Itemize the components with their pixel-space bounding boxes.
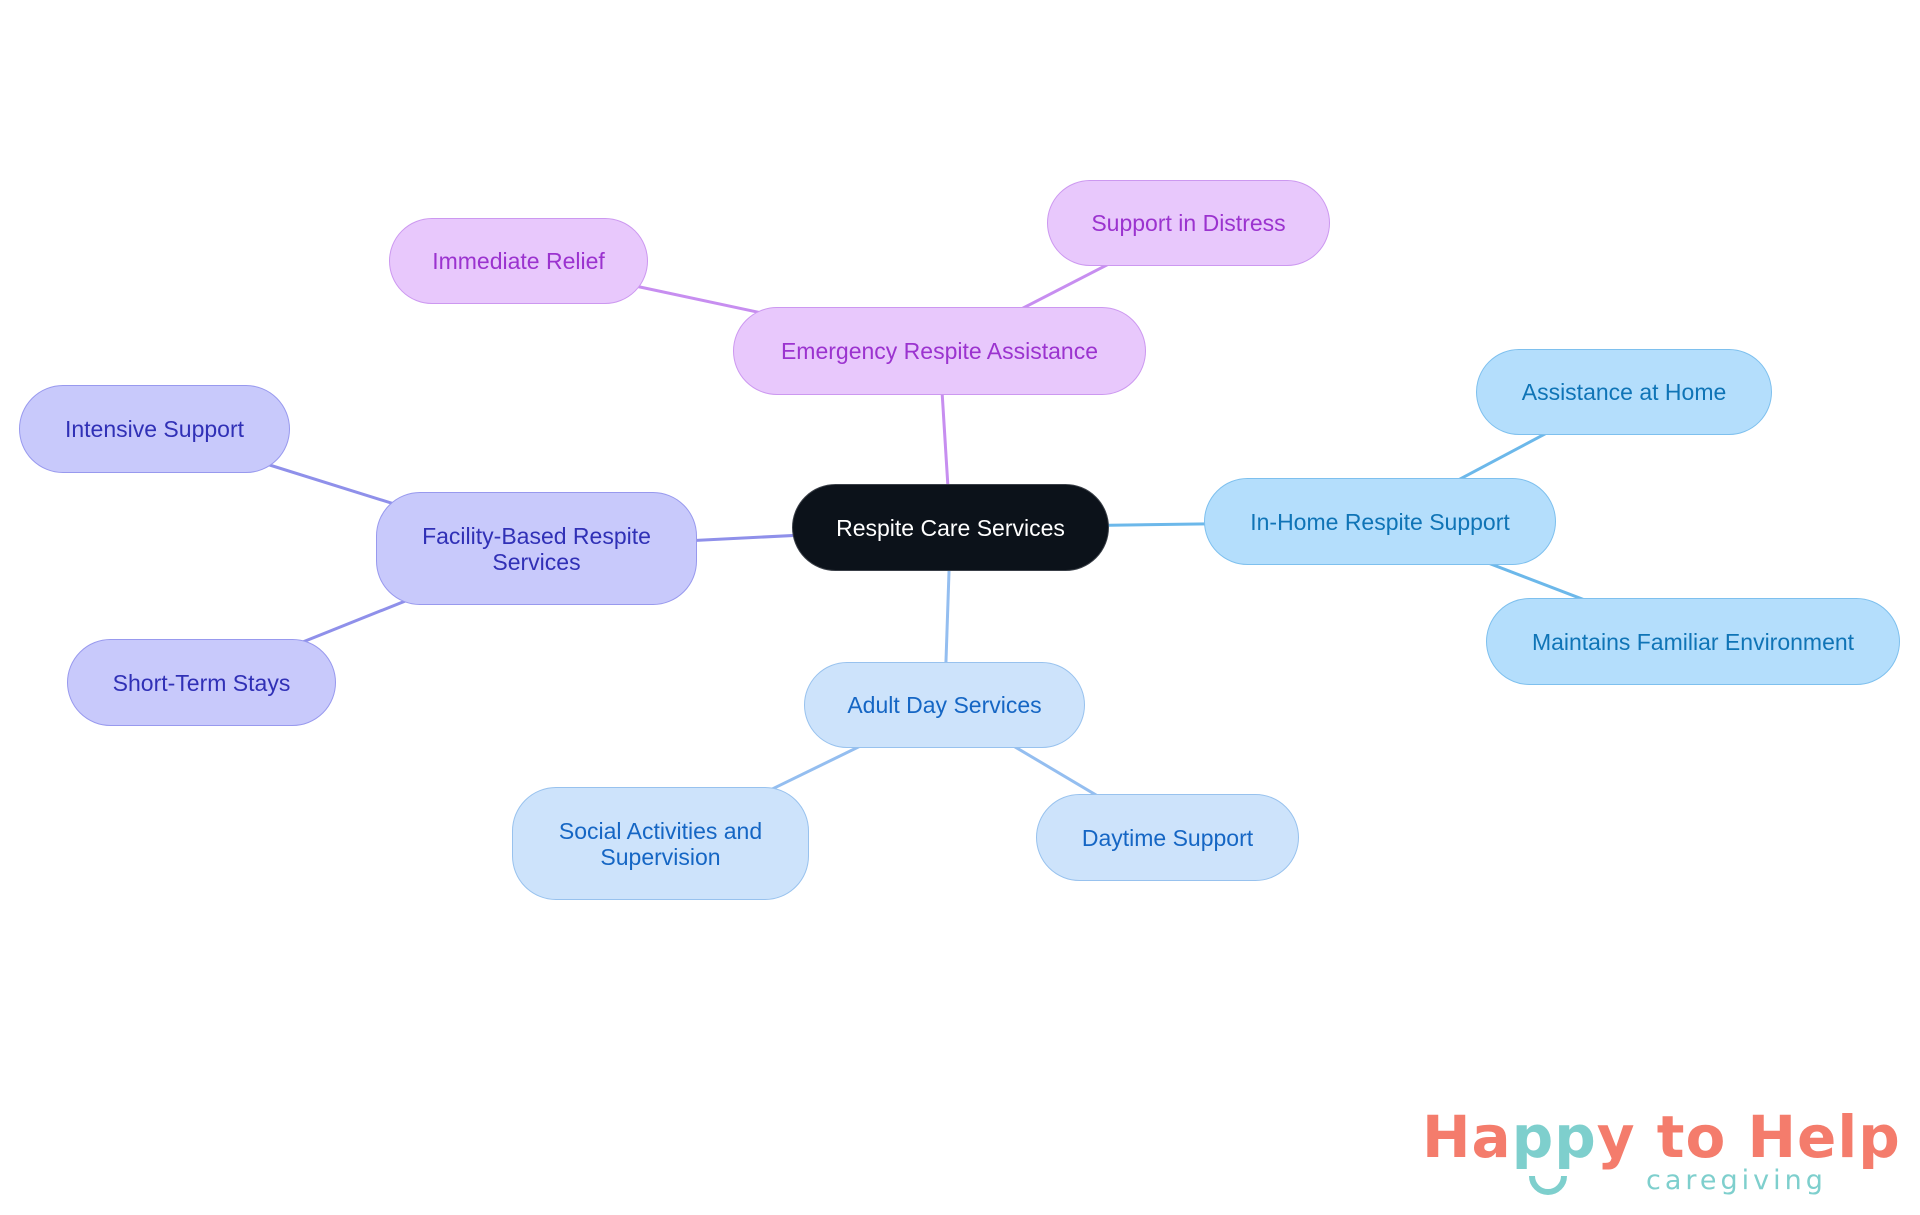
node-label: Short-Term Stays (112, 669, 291, 696)
leaf-node[interactable]: Maintains Familiar Environment (1486, 598, 1900, 685)
logo-text-rest: y to Help (1596, 1103, 1901, 1171)
logo-wordmark: Happy to Help (1422, 1104, 1901, 1170)
leaf-node[interactable]: Short-Term Stays (67, 639, 336, 726)
node-label: Social Activities and Supervision (558, 817, 763, 870)
node-label: Intensive Support (64, 416, 244, 442)
branch-node-emergency[interactable]: Emergency Respite Assistance (733, 307, 1146, 395)
node-label: Adult Day Services (847, 692, 1042, 718)
logo-text-ha: Ha (1422, 1103, 1512, 1171)
leaf-node[interactable]: Support in Distress (1047, 180, 1330, 266)
branch-node-inhome[interactable]: In-Home Respite Support (1204, 478, 1556, 565)
logo-text-pp: pp (1511, 1103, 1597, 1171)
branch-node-facility[interactable]: Facility-Based Respite Services (376, 492, 697, 605)
node-label: Respite Care Services (836, 514, 1065, 541)
leaf-node[interactable]: Intensive Support (19, 385, 290, 473)
logo-tagline: caregiving (1646, 1165, 1827, 1196)
node-label: Support in Distress (1091, 210, 1286, 236)
node-label: Daytime Support (1081, 824, 1254, 851)
leaf-node[interactable]: Assistance at Home (1476, 349, 1772, 435)
branch-node-adultday[interactable]: Adult Day Services (804, 662, 1085, 748)
node-label: Maintains Familiar Environment (1531, 628, 1855, 655)
smile-icon (1529, 1175, 1567, 1195)
node-label: Immediate Relief (432, 248, 605, 274)
node-label: Emergency Respite Assistance (780, 338, 1099, 364)
happy-to-help-logo: Happy to Help caregiving (1420, 1104, 1900, 1204)
node-label: Assistance at Home (1521, 379, 1727, 405)
root-node[interactable]: Respite Care Services (792, 484, 1109, 571)
node-label: In-Home Respite Support (1250, 508, 1510, 535)
node-label: Facility-Based Respite Services (422, 522, 651, 575)
leaf-node[interactable]: Social Activities and Supervision (512, 787, 809, 900)
leaf-node[interactable]: Immediate Relief (389, 218, 648, 304)
leaf-node[interactable]: Daytime Support (1036, 794, 1299, 881)
